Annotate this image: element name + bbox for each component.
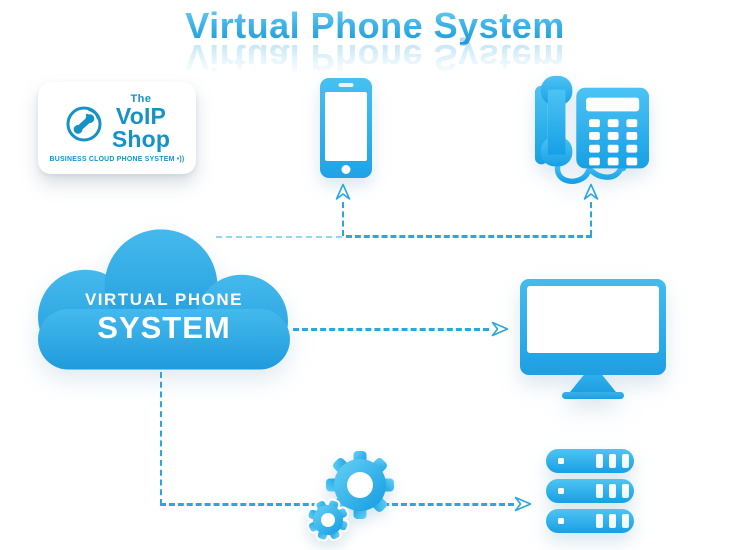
logo-wordmark: The VoIP Shop (111, 92, 171, 152)
server-slot (622, 514, 629, 528)
desk-phone-icon (533, 75, 651, 192)
logo-word-shop: Shop (111, 125, 171, 152)
server-slot (609, 484, 616, 498)
arrowhead-up-deskphone (583, 183, 599, 206)
smartphone-speaker (338, 83, 354, 87)
server-slot (622, 454, 629, 468)
smartphone-screen (325, 92, 367, 161)
server-led (558, 488, 564, 494)
server-unit (546, 479, 634, 503)
logo-word-the: The (130, 92, 152, 105)
gears-icon (298, 438, 398, 550)
phone-signal-icon (64, 96, 108, 149)
arrowhead-right-servers (514, 496, 532, 517)
logo-word-voip: VoIP (115, 102, 167, 129)
smartphone-icon (320, 78, 372, 178)
arrowhead-up-smartphone (335, 183, 351, 206)
connector-up-deskphone (590, 202, 592, 236)
page-title-text: Virtual Phone System (0, 6, 750, 46)
server-led (558, 518, 564, 524)
logo-tagline: BUSINESS CLOUD PHONE SYSTEM •)) (49, 155, 185, 163)
arrowhead-right-monitor (491, 321, 509, 342)
server-slot (622, 484, 629, 498)
monitor-icon (520, 279, 666, 399)
monitor-base (562, 392, 624, 399)
server-led (558, 458, 564, 464)
connector-branch-to-deskphone (346, 235, 592, 238)
smartphone-home-button (341, 165, 351, 174)
connector-cloud-down (160, 372, 162, 505)
connector-cloud-to-monitor (293, 328, 489, 331)
monitor-body (520, 279, 666, 375)
monitor-stand (570, 375, 616, 392)
server-unit (546, 449, 634, 473)
server-stack-icon (546, 449, 634, 539)
server-slot (596, 514, 603, 528)
page-title: Virtual Phone System Virtual Phone Syste… (0, 6, 750, 90)
cloud-icon: VIRTUAL PHONE SYSTEM (35, 228, 293, 378)
cloud-label-line1: VIRTUAL PHONE (84, 290, 244, 309)
server-slot (609, 514, 616, 528)
cloud-label-line2: SYSTEM (97, 310, 231, 345)
connector-up-smartphone (342, 202, 344, 236)
connector-cloud-to-branch (216, 236, 342, 238)
server-slot (596, 454, 603, 468)
server-slot (596, 484, 603, 498)
voip-shop-logo: The VoIP Shop BUSINESS CLOUD PHONE SYSTE… (38, 82, 196, 174)
server-unit (546, 509, 634, 533)
monitor-screen (527, 286, 659, 353)
server-slot (609, 454, 616, 468)
